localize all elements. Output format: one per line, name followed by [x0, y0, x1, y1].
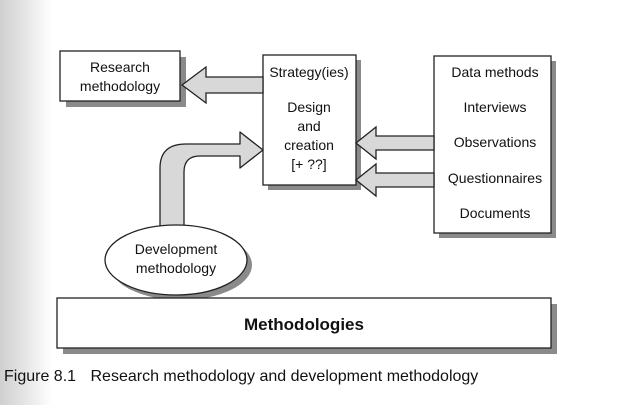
research-methodology-line2: methodology — [80, 78, 160, 94]
arrow-data-to-strategy-upper — [354, 125, 435, 161]
figure-caption-text: Research methodology and development met… — [90, 368, 479, 385]
research-methodology-box: Research methodology — [59, 50, 186, 107]
strategy-heading: Strategy(ies) — [269, 64, 348, 80]
data-methods-heading: Data methods — [451, 64, 538, 80]
research-methodology-line1: Research — [90, 59, 150, 75]
development-methodology-line1: Development — [135, 241, 218, 257]
figure-number: Figure 8.1 — [4, 368, 77, 385]
figure-caption: Figure 8.1 Research methodology and deve… — [4, 368, 634, 386]
data-methods-box: Data methods Interviews Observations Que… — [433, 55, 556, 238]
data-method-interviews: Interviews — [463, 99, 526, 115]
strategy-box: Strategy(ies) Design and creation [+ ??] — [262, 54, 361, 190]
strategy-line-creation: creation — [284, 137, 334, 153]
strategy-line-and: and — [297, 118, 320, 134]
methodologies-bar: Methodologies — [56, 297, 557, 354]
methodologies-label: Methodologies — [244, 315, 364, 334]
arrow-strategy-to-research — [180, 65, 264, 105]
arrow-development-to-strategy — [159, 131, 264, 229]
data-method-questionnaires: Questionnaires — [448, 170, 542, 186]
page-edge-shadow — [0, 0, 52, 405]
data-method-observations: Observations — [454, 134, 536, 150]
strategy-line-design: Design — [287, 99, 331, 115]
data-method-documents: Documents — [460, 205, 531, 221]
development-methodology-ellipse: Development methodology — [104, 224, 252, 300]
arrow-data-to-strategy-lower — [354, 162, 435, 198]
strategy-line-unknown: [+ ??] — [291, 156, 326, 172]
development-methodology-line2: methodology — [136, 260, 216, 276]
